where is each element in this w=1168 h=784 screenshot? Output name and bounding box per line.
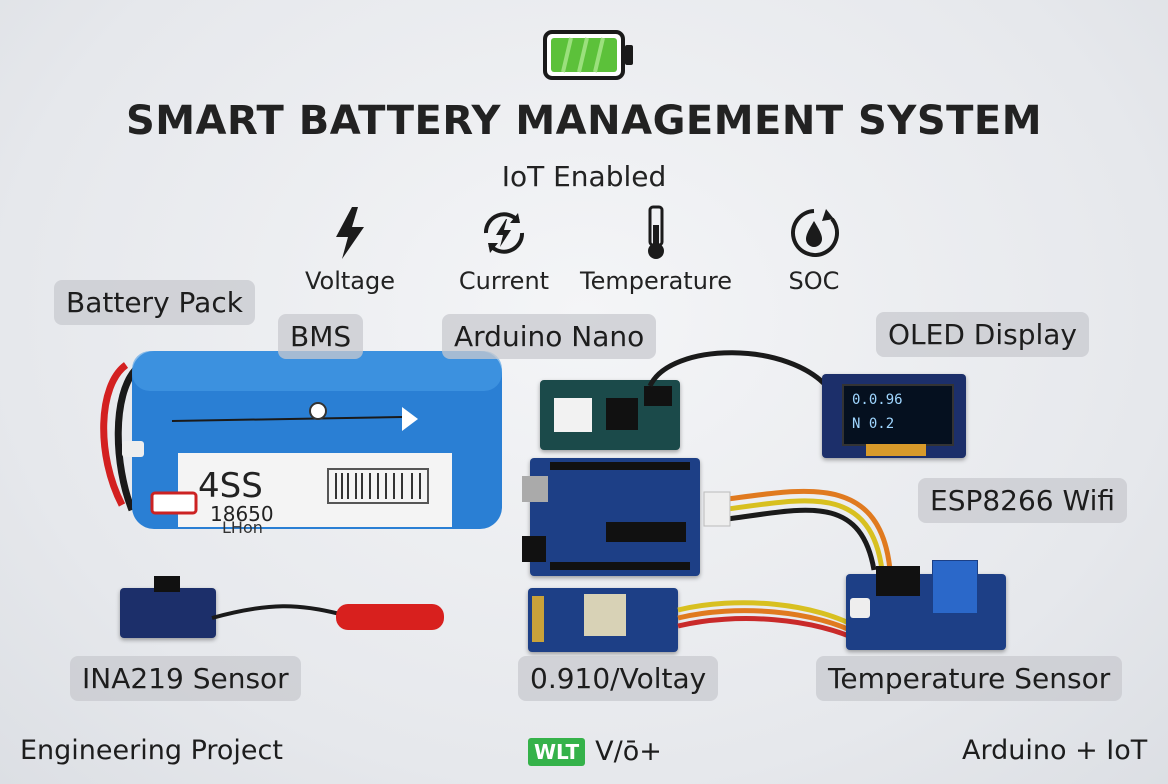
esp-wires [703,488,893,571]
ina219-probe-cable [211,604,444,630]
metric-soc: SOC [772,205,856,295]
page-title: SMART BATTERY MANAGEMENT SYSTEM [125,98,1043,144]
temperature-sensor-board [846,560,1006,650]
arduino-uno-board [522,458,700,576]
battery-label-line3: LHon [222,518,263,537]
footer-left: Engineering Project [20,735,283,766]
soc-drop-icon [791,209,840,257]
cycle-lightning-icon [483,212,525,254]
label-voltage-module: 0.910/Voltay [518,656,719,701]
footer-badge: WLT [528,737,586,766]
ina219-sensor-board [120,576,216,638]
label-ina219: INA219 Sensor [70,656,301,701]
label-esp8266: ESP8266 Wifi [918,478,1127,523]
metric-label: Temperature [580,267,733,295]
footer-right: Arduino + IoT [962,735,1148,766]
metric-label: Current [458,267,550,295]
footer-center-text: V/ō+ [595,736,662,767]
lightning-bolt-icon [336,207,364,259]
label-oled-display: OLED Display [876,312,1089,357]
metric-label: Voltage [304,267,396,295]
temp-wires [677,600,864,645]
footer-center: WLT V/ō+ [528,736,662,767]
label-bms: BMS [278,314,364,359]
metric-temperature: Temperature [580,205,732,295]
page-subtitle: IoT Enabled [501,160,667,193]
battery-pack-image [100,351,502,529]
arduino-nano-board [540,380,680,450]
battery-label-line1: 4SS [198,466,263,506]
label-battery-pack: Battery Pack [54,280,255,325]
oled-cable [647,350,832,392]
metric-voltage: Voltage [300,205,400,295]
oled-screen-line2: N 0.2 [852,416,895,432]
thermometer-icon [648,205,664,259]
oled-screen-line1: 0.0.96 [852,392,903,408]
label-arduino-nano: Arduino Nano [442,314,657,359]
voltage-module-board [528,588,678,652]
battery-label-line2: 18650 [210,502,274,526]
metric-current: Current [452,205,556,295]
metric-label: SOC [788,267,840,295]
oled-display-board: 0.0.96 N 0.2 [822,374,966,458]
battery-logo-icon [543,30,633,80]
label-temperature-sensor: Temperature Sensor [816,656,1123,701]
